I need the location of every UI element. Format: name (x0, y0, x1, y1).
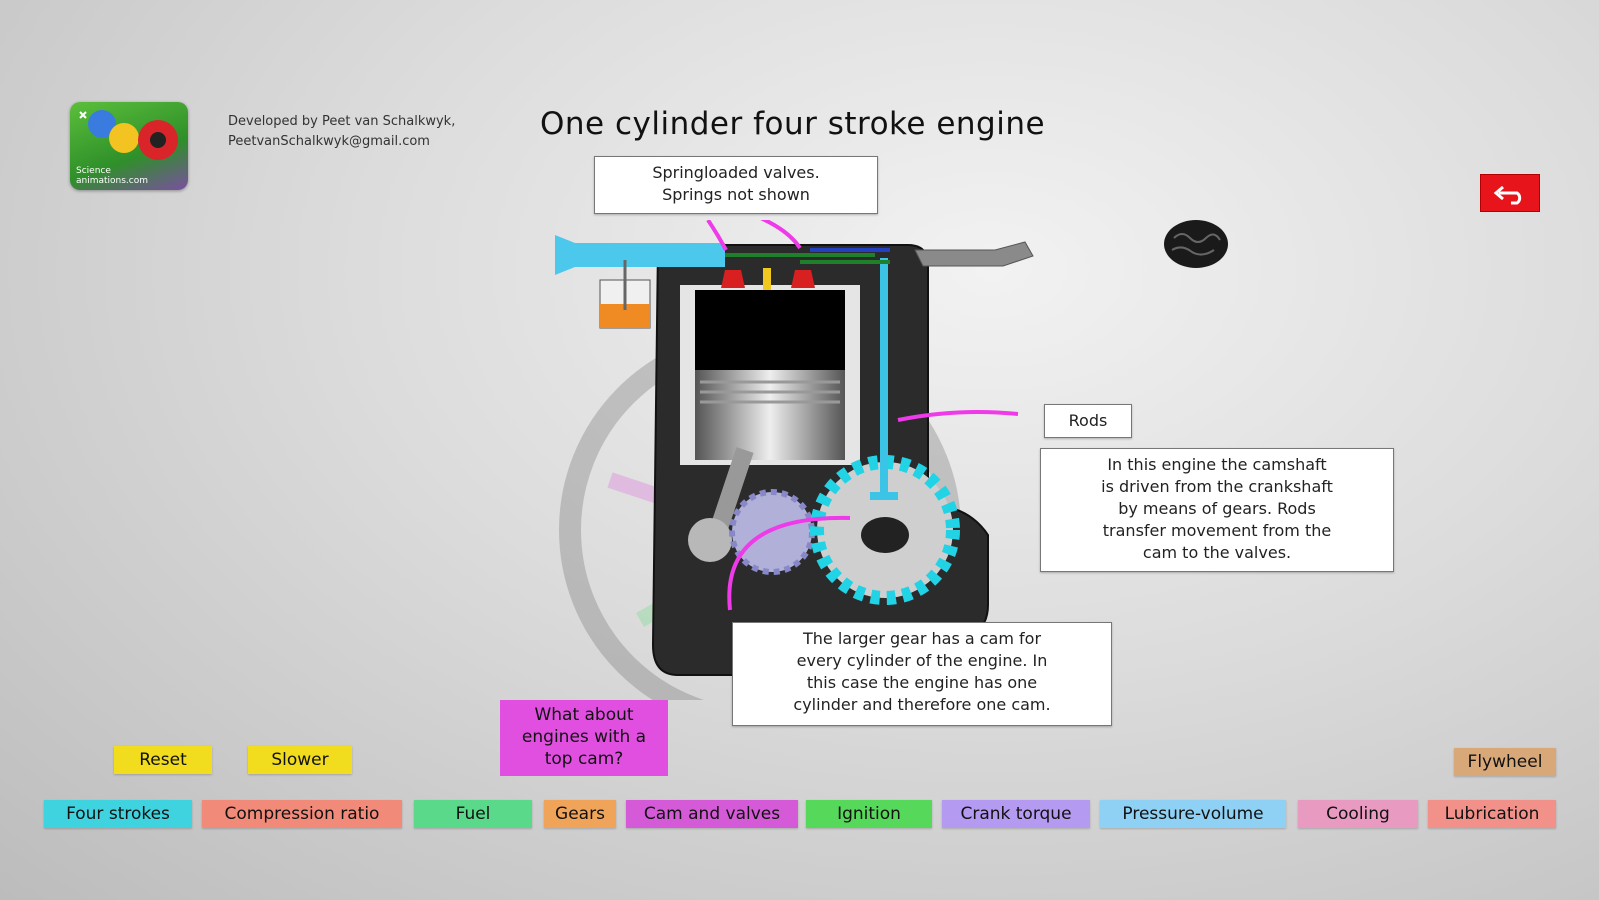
page-title: One cylinder four stroke engine (540, 106, 1046, 142)
tab-four-strokes[interactable]: Four strokes (44, 800, 192, 828)
push-rod (880, 258, 888, 498)
piston (695, 370, 845, 460)
logo-graphic-icon (79, 110, 178, 160)
back-button[interactable] (1480, 174, 1540, 212)
engine-diagram (555, 220, 1034, 700)
camshaft-note-line: transfer movement from the (1102, 521, 1332, 540)
tab-pressure-volume[interactable]: Pressure-volume (1100, 800, 1286, 828)
back-arrow-icon (1493, 185, 1522, 205)
app-logo: Science animations.com (70, 102, 188, 190)
intake-pipe (555, 235, 725, 275)
gear-note-line: this case the engine has one (806, 673, 1038, 692)
tab-fuel[interactable]: Fuel (414, 800, 532, 828)
crank-gear (729, 489, 815, 575)
camshaft-note-line: In this engine the camshaft (1107, 455, 1327, 474)
gear-note: The larger gear has a cam for every cyli… (732, 622, 1112, 726)
valves-note-line: Springs not shown (662, 185, 810, 204)
gear-arrow (727, 515, 851, 611)
flywheel-button[interactable]: Flywheel (1454, 748, 1556, 776)
camshaft-note-line: cam to the valves. (1142, 543, 1292, 562)
credit-line-1: Developed by Peet van Schalkwyk, (228, 114, 456, 129)
top-cam-line: What about (534, 705, 634, 725)
camshaft-note-line: is driven from the crankshaft (1101, 477, 1333, 496)
rocker-arm (725, 253, 890, 264)
rods-arrow (897, 410, 1019, 422)
gear-note-line: every cylinder of the engine. In (796, 651, 1048, 670)
tab-crank-torque[interactable]: Crank torque (942, 800, 1090, 828)
rods-label: Rods (1044, 404, 1132, 438)
camshaft-note: In this engine the camshaft is driven fr… (1040, 448, 1394, 572)
cam-lobe (861, 517, 909, 553)
exhaust-valve (791, 270, 815, 288)
combustion-chamber (695, 290, 845, 370)
top-cam-line: top cam? (544, 749, 624, 769)
top-cam-button[interactable]: What about engines with a top cam? (500, 700, 668, 776)
top-cam-line: engines with a (521, 727, 647, 747)
crank-pin (688, 518, 732, 562)
tab-ignition[interactable]: Ignition (806, 800, 932, 828)
reset-button[interactable]: Reset (114, 746, 212, 774)
spark-plug (763, 268, 771, 290)
slower-button[interactable]: Slower (248, 746, 352, 774)
valve-arrow (706, 220, 728, 251)
tab-cooling[interactable]: Cooling (1298, 800, 1418, 828)
tab-lubrication[interactable]: Lubrication (1428, 800, 1556, 828)
camshaft-note-line: by means of gears. Rods (1118, 499, 1316, 518)
developer-credits: Developed by Peet van Schalkwyk, Peetvan… (228, 112, 455, 152)
gear-note-line: cylinder and therefore one cam. (793, 695, 1051, 714)
tab-gears[interactable]: Gears (544, 800, 616, 828)
valves-note-line: Springloaded valves. (652, 163, 820, 182)
logo-text: Science animations.com (76, 166, 149, 186)
valve-arrow (760, 220, 802, 250)
gear-note-line: The larger gear has a cam for (802, 629, 1042, 648)
exhaust-pipe (914, 241, 1034, 267)
exhaust-smoke-icon (1164, 220, 1228, 268)
intake-valve (721, 270, 745, 288)
tab-compression-ratio[interactable]: Compression ratio (202, 800, 402, 828)
tab-cam-and-valves[interactable]: Cam and valves (626, 800, 798, 828)
credit-line-2: PeetvanSchalkwyk@gmail.com (228, 134, 430, 149)
valves-note: Springloaded valves. Springs not shown (594, 156, 878, 214)
